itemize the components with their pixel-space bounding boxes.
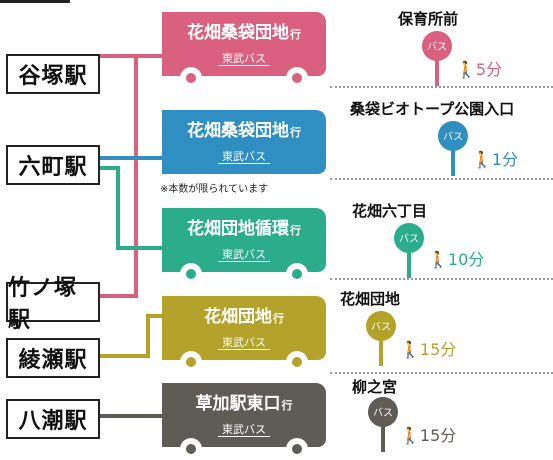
svg-text:バス: バス	[373, 407, 393, 419]
svg-text:バス: バス	[443, 131, 463, 143]
corner-bar	[0, 0, 70, 3]
station-label: 谷塚駅	[18, 64, 88, 89]
wheel-icon	[180, 351, 202, 373]
bus-destination: 花畑桑袋団地行	[187, 121, 301, 141]
station-label: 六町駅	[18, 155, 88, 180]
svg-text:バス: バス	[399, 233, 419, 245]
frequency-note: ※本数が限られています	[160, 184, 269, 195]
wheel-icon	[286, 438, 308, 460]
bus-destination: 花畑団地行	[204, 307, 284, 327]
bus-stop-sign-icon: バス	[422, 31, 452, 86]
bus-operator: 東武バス	[162, 246, 326, 262]
wheel-hub	[292, 73, 302, 83]
walk-time: 🚶5分	[456, 60, 503, 79]
bus-stop-sign-icon: バス	[366, 311, 396, 366]
stop-name: 保育所前	[398, 10, 459, 28]
bus-destination: 花畑団地循環行	[187, 219, 301, 239]
separator	[330, 372, 553, 374]
separator	[330, 178, 553, 180]
station-takenotsuka: 竹ノ塚駅	[6, 276, 100, 333]
bus-hanahata-sotai-1: 花畑桑袋団地行 東武バス	[162, 12, 326, 89]
route-line-green	[100, 166, 162, 250]
bus-stop-sign-icon: バス	[394, 223, 424, 278]
wheel-hub	[292, 444, 302, 454]
wheel-hub	[186, 269, 196, 279]
stop-name: 桑袋ビオトープ公園入口	[350, 100, 515, 118]
stop-name: 柳之宮	[352, 378, 398, 396]
station-label: 竹ノ塚駅	[8, 276, 78, 333]
svg-text:バス: バス	[427, 41, 447, 53]
svg-text:バス: バス	[371, 321, 391, 333]
station-ayase: 綾瀬駅	[6, 338, 100, 378]
wheel-hub	[186, 444, 196, 454]
bus-operator: 東武バス	[162, 50, 326, 66]
bus-hanahata-sotai-2: 花畑桑袋団地行 東武バス	[162, 110, 326, 174]
station-label: 綾瀬駅	[18, 348, 88, 373]
wheel-hub	[292, 357, 302, 367]
bus-operator: 東武バス	[162, 421, 326, 437]
bus-destination: 草加駅東口行	[195, 394, 293, 414]
station-label: 八潮駅	[18, 409, 88, 434]
walk-time: 🚶10分	[428, 250, 485, 269]
station-yashio: 八潮駅	[6, 399, 100, 439]
stop-name: 花畑六丁目	[352, 202, 428, 220]
walk-time: 🚶15分	[400, 340, 457, 359]
wheel-hub	[186, 73, 196, 83]
bus-operator: 東武バス	[162, 334, 326, 350]
bus-soka-east: 草加駅東口行 東武バス	[162, 383, 326, 460]
route-line-pink	[100, 54, 138, 298]
stop-name: 花畑団地	[340, 290, 401, 308]
route-line-olive	[100, 314, 162, 358]
wheel-icon	[180, 263, 202, 285]
wheel-icon	[180, 438, 202, 460]
bus-stop-sign-icon: バス	[438, 121, 468, 176]
bus-hanahata-loop: 花畑団地循環行 東武バス	[162, 208, 326, 285]
wheel-hub	[186, 357, 196, 367]
bus-stop-sign-icon: バス	[368, 397, 398, 452]
walk-time: 🚶15分	[400, 426, 457, 445]
bus-operator: 東武バス	[162, 148, 326, 164]
bus-hanahata-danchi: 花畑団地行 東武バス	[162, 296, 326, 373]
bus-destination: 花畑桑袋団地行	[187, 23, 301, 43]
wheel-hub	[292, 269, 302, 279]
wheel-icon	[286, 263, 308, 285]
separator	[330, 86, 553, 88]
station-yatsuka: 谷塚駅	[6, 54, 100, 94]
station-rokucho: 六町駅	[6, 145, 100, 185]
wheel-icon	[180, 67, 202, 89]
walk-time: 🚶1分	[472, 150, 519, 169]
wheel-icon	[286, 67, 308, 89]
separator	[330, 278, 553, 280]
wheel-icon	[286, 351, 308, 373]
